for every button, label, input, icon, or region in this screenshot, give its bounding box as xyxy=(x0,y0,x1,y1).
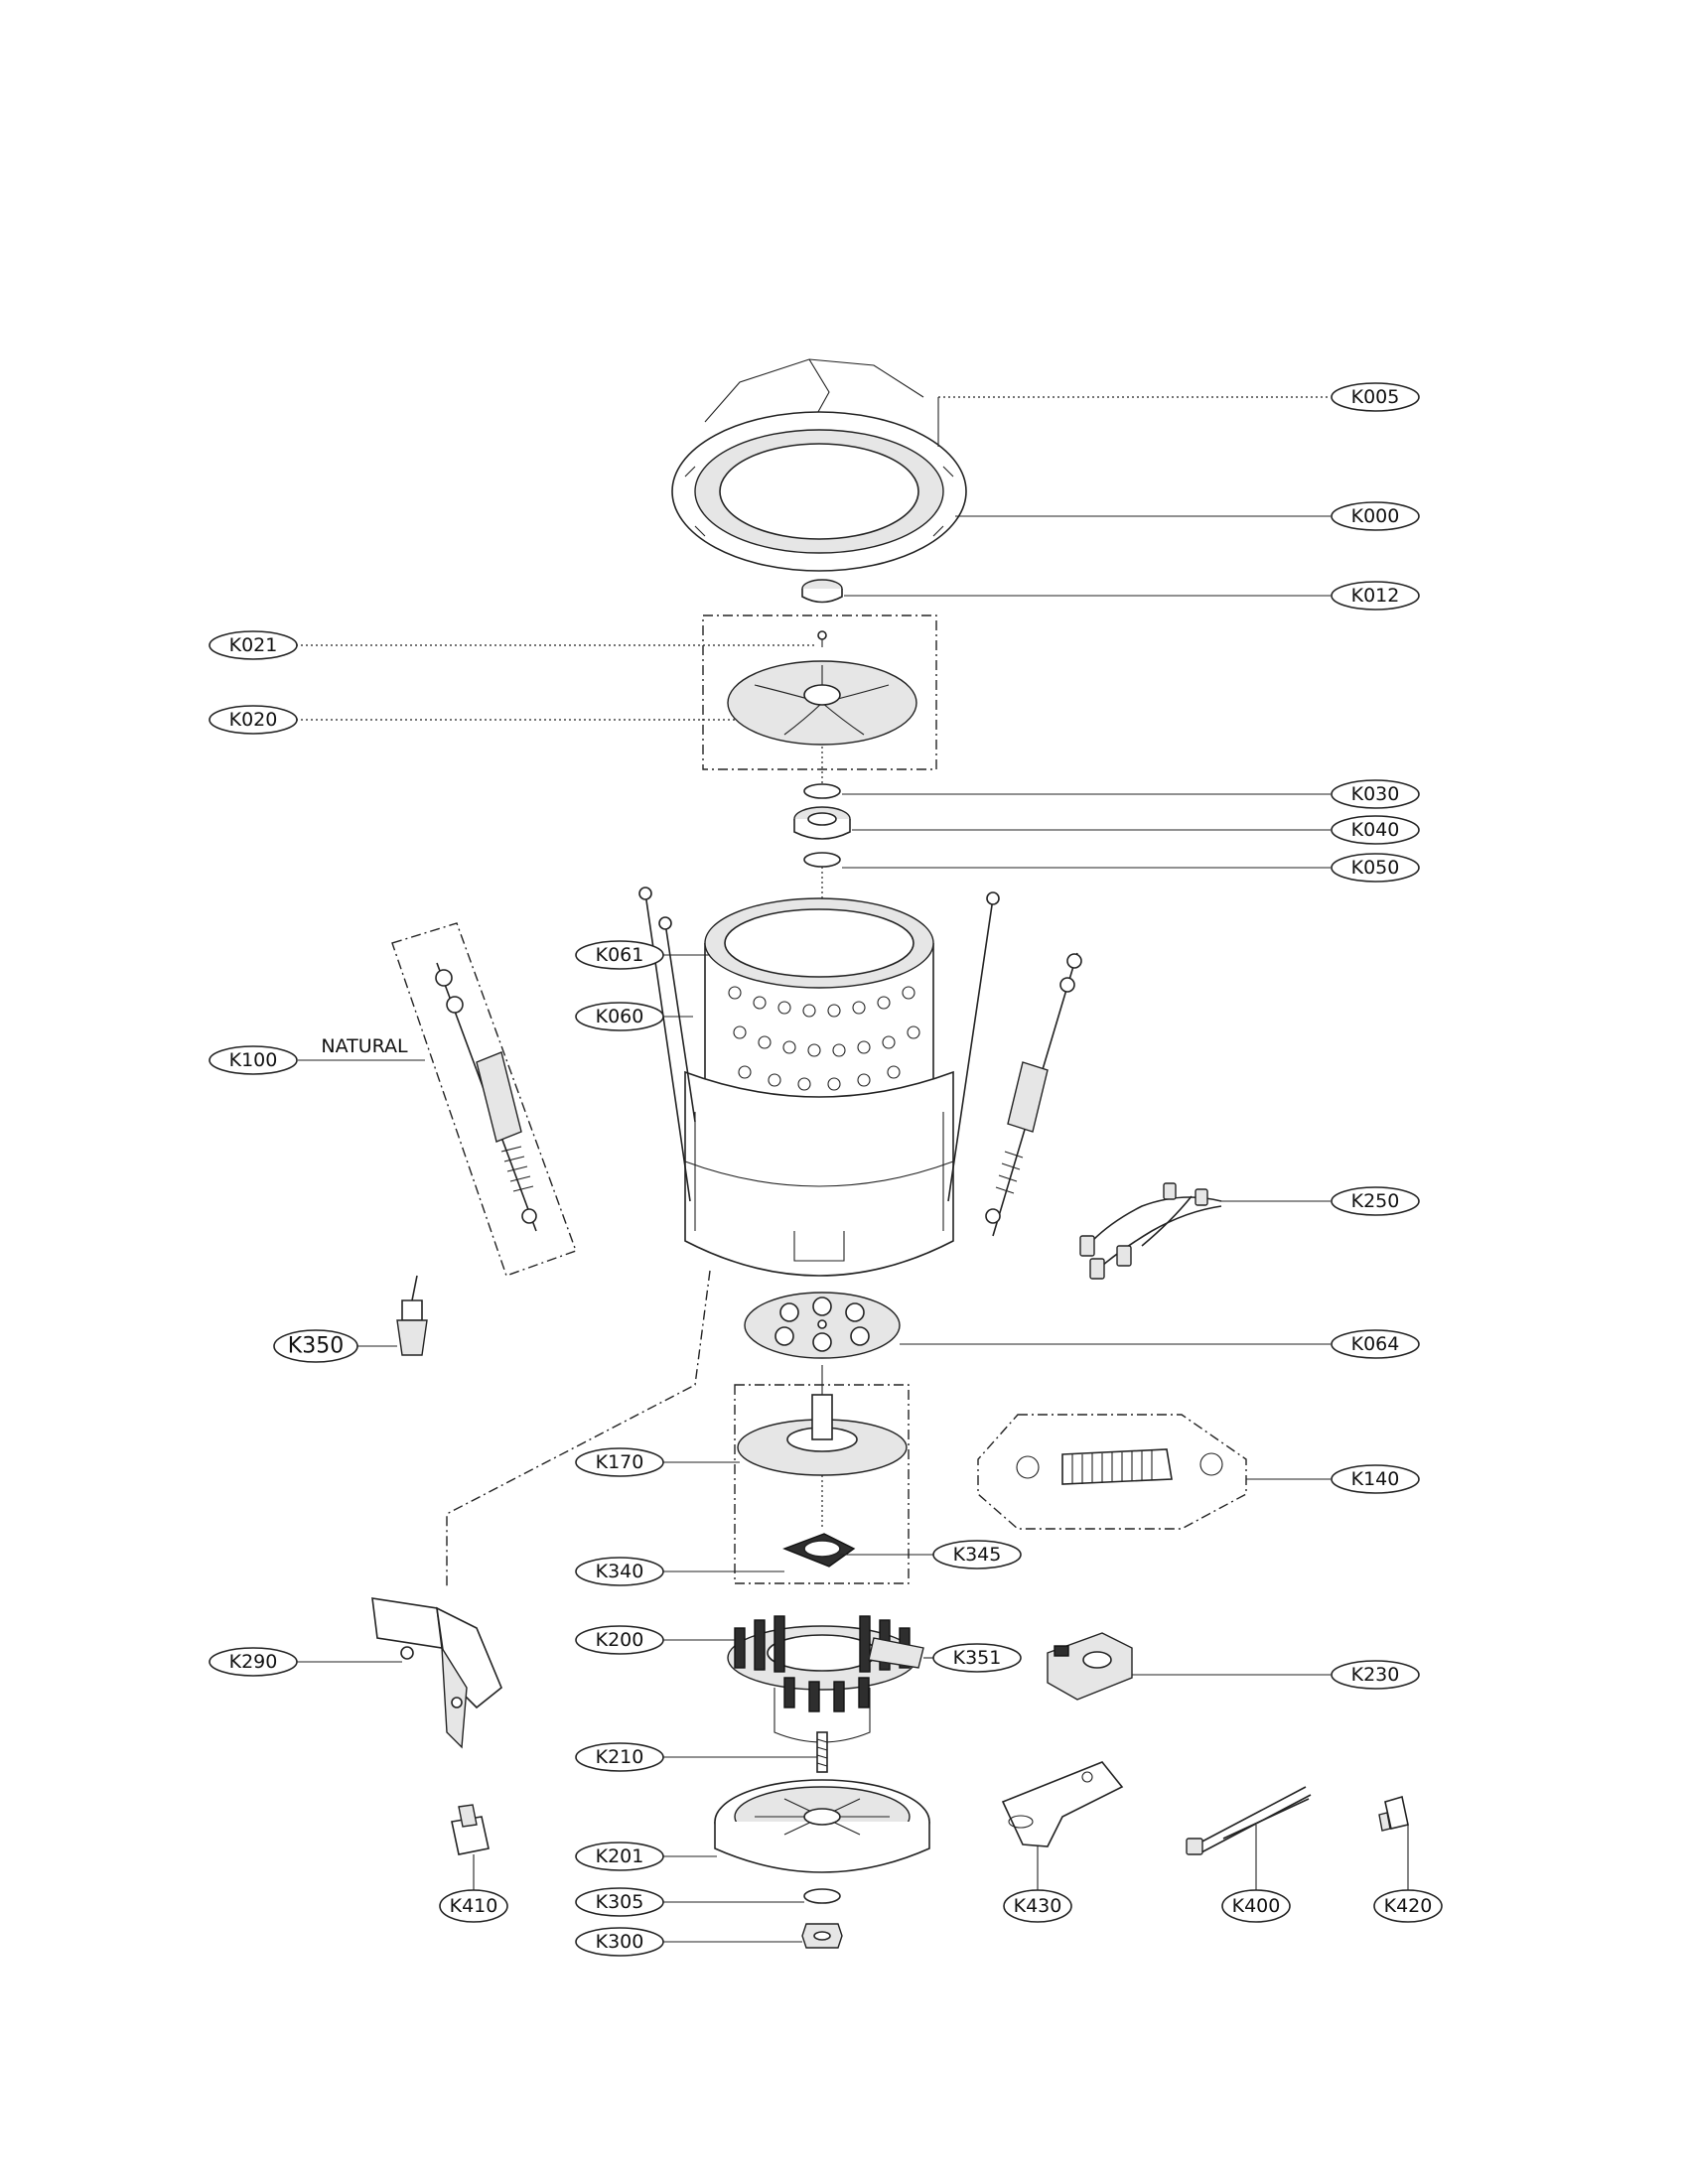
callout-label: K100 xyxy=(229,1049,278,1071)
tub-cover-part xyxy=(671,358,967,572)
callout-k060: K060 xyxy=(575,1002,664,1031)
callout-label: K020 xyxy=(229,709,278,731)
callout-k200: K200 xyxy=(575,1625,664,1655)
callout-k050: K050 xyxy=(1331,853,1420,883)
callout-k400: K400 xyxy=(1221,1889,1291,1923)
callout-k340: K340 xyxy=(575,1557,664,1586)
damper-type-annotation: NATURAL xyxy=(321,1035,408,1057)
callout-k030: K030 xyxy=(1331,779,1420,809)
callout-k020: K020 xyxy=(209,705,298,735)
callout-k000: K000 xyxy=(1331,501,1420,531)
callout-label: K040 xyxy=(1351,819,1400,841)
wash-drum-part xyxy=(684,867,954,1277)
callout-label: K305 xyxy=(596,1891,644,1913)
callout-k250: K250 xyxy=(1331,1186,1420,1216)
callout-label: K210 xyxy=(596,1746,644,1768)
callout-k140: K140 xyxy=(1331,1464,1420,1494)
callout-k170: K170 xyxy=(575,1447,664,1477)
callout-label: K060 xyxy=(596,1006,644,1027)
callout-k420: K420 xyxy=(1373,1889,1443,1923)
callout-label: K021 xyxy=(229,634,278,656)
disc-part xyxy=(744,1292,901,1359)
callout-label: K200 xyxy=(596,1629,644,1651)
callout-label: K140 xyxy=(1351,1468,1400,1490)
callout-k290: K290 xyxy=(209,1647,298,1677)
callout-k005: K005 xyxy=(1331,382,1420,412)
callout-k410: K410 xyxy=(439,1889,508,1923)
callout-label: K420 xyxy=(1384,1895,1433,1917)
clip-part xyxy=(451,1804,490,1855)
callout-label: K230 xyxy=(1351,1664,1400,1686)
callout-k350: K350 xyxy=(273,1329,358,1363)
callout-k305: K305 xyxy=(575,1887,664,1917)
callout-label: K030 xyxy=(1351,783,1400,805)
cap-part xyxy=(801,579,843,604)
callout-label: K170 xyxy=(596,1451,644,1473)
callout-label: K000 xyxy=(1351,505,1400,527)
callout-label: K064 xyxy=(1351,1333,1400,1355)
callout-k230: K230 xyxy=(1331,1660,1420,1690)
callout-k021: K021 xyxy=(209,630,298,660)
callout-label: K012 xyxy=(1351,585,1400,607)
callout-k012: K012 xyxy=(1331,581,1420,611)
rotor-part xyxy=(714,1779,930,1873)
callout-label: K201 xyxy=(596,1845,644,1867)
callout-label: K400 xyxy=(1232,1895,1281,1917)
stator-part xyxy=(727,1615,924,1743)
callout-label: K300 xyxy=(596,1931,644,1953)
damper-part xyxy=(391,922,577,1277)
callout-label: K345 xyxy=(953,1544,1002,1566)
callout-label: K350 xyxy=(288,1334,344,1359)
bracket-part xyxy=(371,1270,711,1749)
bolt-part xyxy=(816,1731,828,1773)
washer-nut-part xyxy=(801,1888,843,1949)
callout-k351: K351 xyxy=(932,1643,1022,1673)
callout-label: K050 xyxy=(1351,857,1400,879)
callout-k430: K430 xyxy=(1003,1889,1072,1923)
leader-lines xyxy=(296,396,1409,1943)
small-bracket-part xyxy=(1378,1795,1409,1832)
callout-k061: K061 xyxy=(575,940,664,970)
drain-hose-part xyxy=(977,1414,1247,1530)
callout-k064: K064 xyxy=(1331,1329,1420,1359)
sensor-part xyxy=(396,1275,428,1356)
callout-k100: K100 xyxy=(209,1045,298,1075)
callout-k300: K300 xyxy=(575,1927,664,1957)
drum-suspension-rods-part xyxy=(638,887,1000,1202)
pulsator-part xyxy=(702,614,937,784)
heater-part xyxy=(1186,1786,1312,1855)
right-damper-part xyxy=(985,952,1082,1237)
control-part xyxy=(1047,1632,1133,1701)
callout-label: K250 xyxy=(1351,1190,1400,1212)
callout-k201: K201 xyxy=(575,1842,664,1871)
callout-label: K061 xyxy=(596,944,644,966)
callout-label: K340 xyxy=(596,1561,644,1582)
callout-k210: K210 xyxy=(575,1742,664,1772)
callout-label: K410 xyxy=(450,1895,498,1917)
callout-label: K351 xyxy=(953,1647,1002,1669)
wire-harness-part xyxy=(1079,1182,1222,1280)
callout-label: K005 xyxy=(1351,386,1400,408)
hub-rings-part xyxy=(793,783,851,868)
plate-part xyxy=(1001,1761,1124,1847)
clutch-assembly-part xyxy=(734,1365,910,1584)
callout-k345: K345 xyxy=(932,1540,1022,1570)
callout-k040: K040 xyxy=(1331,815,1420,845)
callout-label: K290 xyxy=(229,1651,278,1673)
callout-label: K430 xyxy=(1014,1895,1062,1917)
